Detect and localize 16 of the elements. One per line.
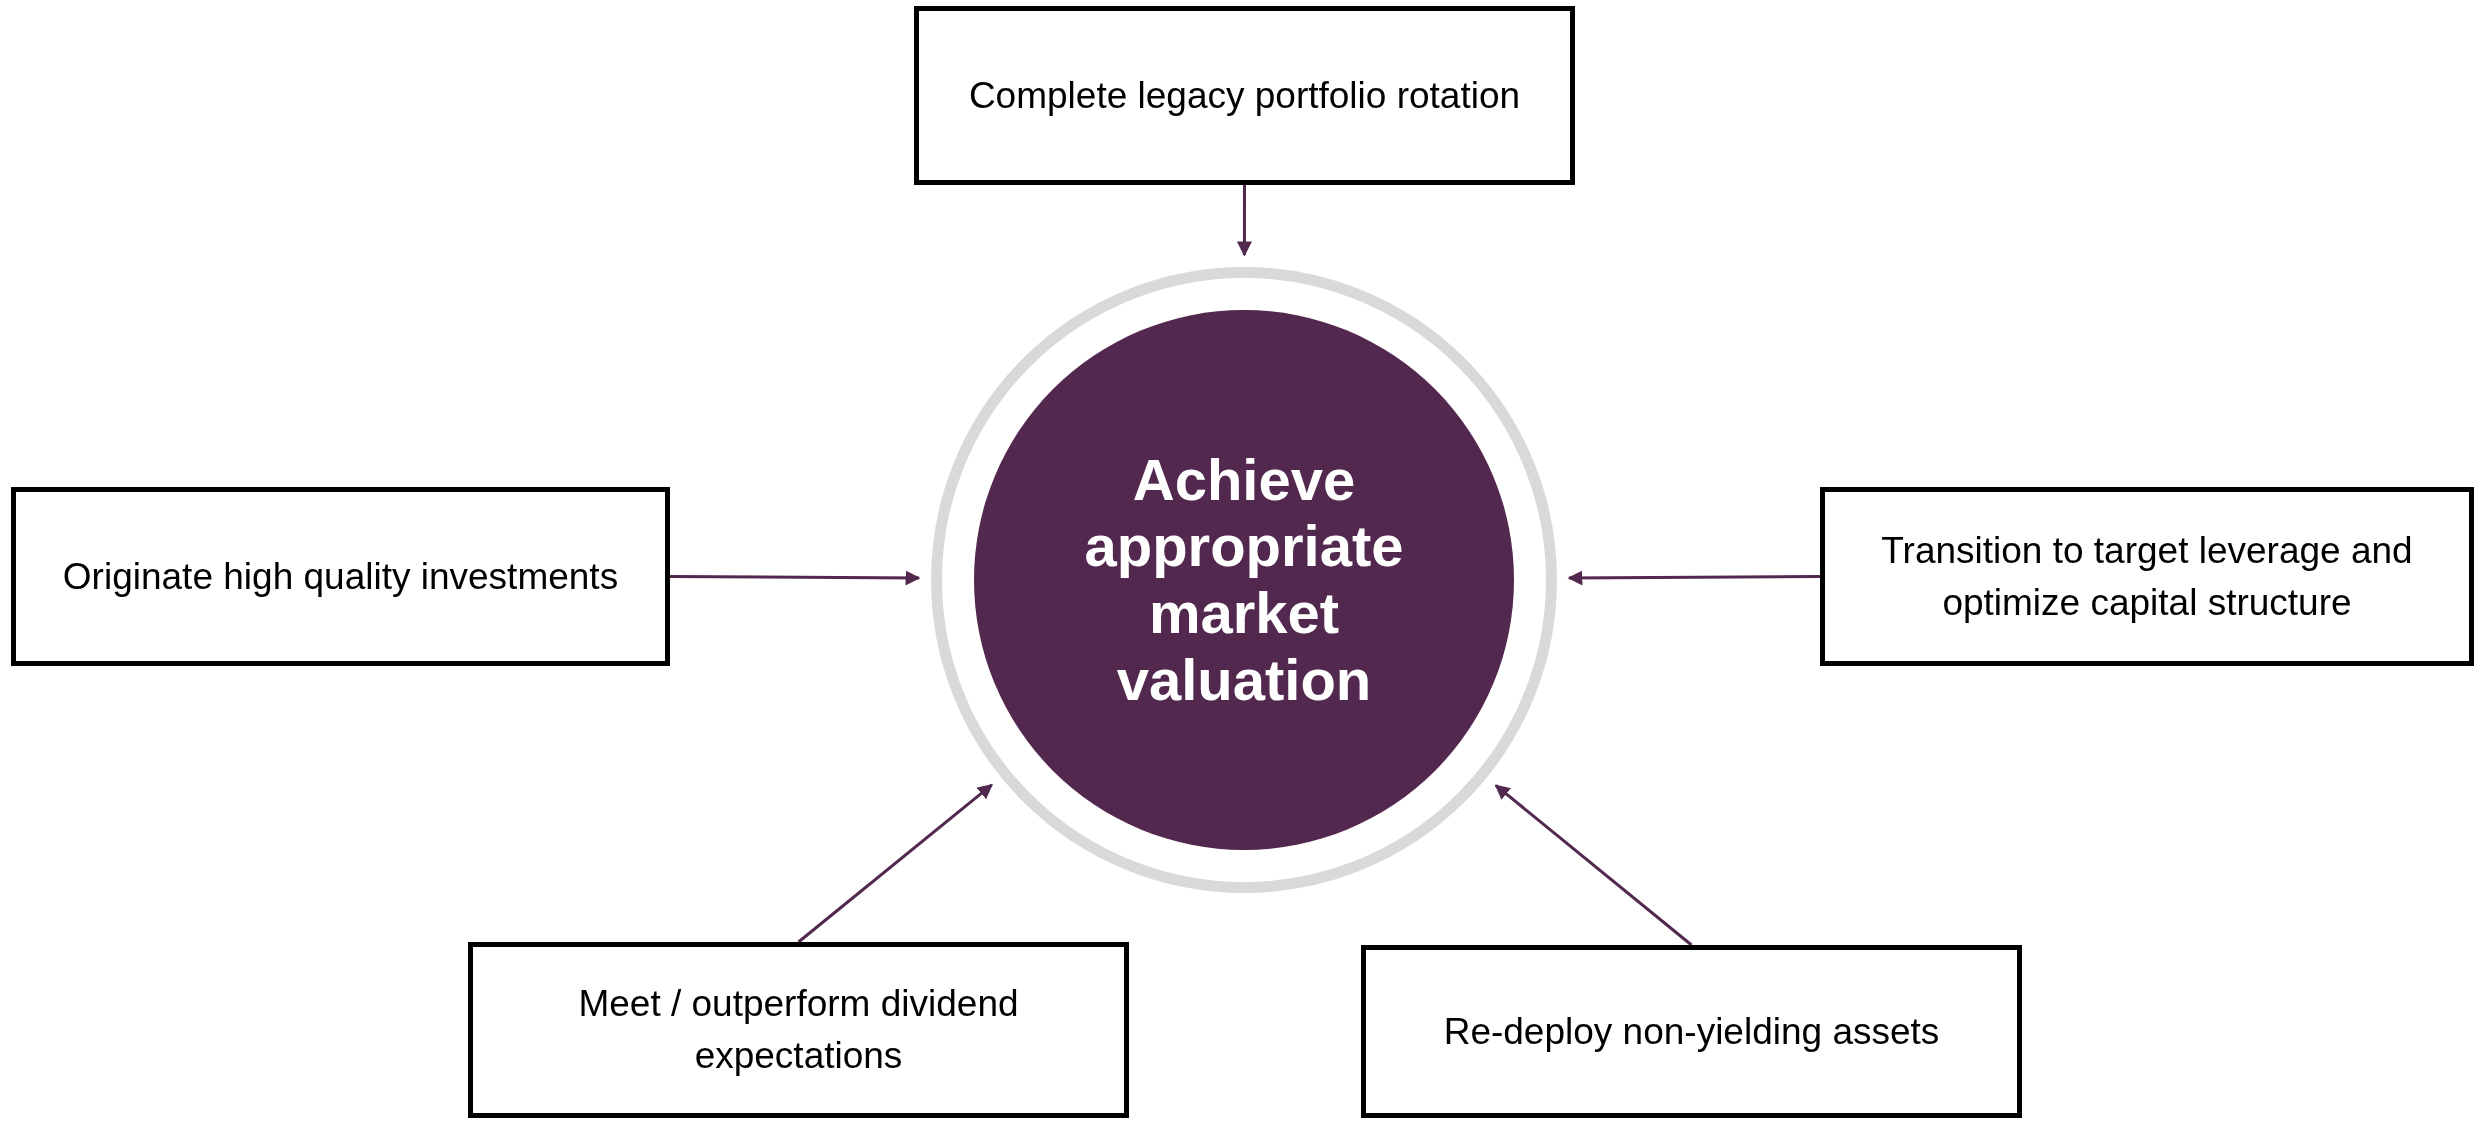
arrow [1494,784,1693,947]
process-box [914,6,1575,185]
box-text: Originate high quality investments [62,554,619,599]
arrow [1567,570,1820,586]
arrow [797,783,993,944]
box-text: Meet / outperform dividend expectations [577,982,1020,1078]
process-box [11,487,670,666]
arrow [670,570,921,586]
box-text: Transition to target leverage and optimize capital structure [1880,528,2414,625]
goal-text: Achieve appropriate market valuation [1083,446,1405,714]
process-box [468,942,1129,1118]
process-box [1820,487,2474,666]
box-text: Complete legacy portfolio rotation [968,73,1521,118]
arrow [1236,185,1252,257]
process-box [1361,945,2022,1118]
box-text: Re-deploy non-yielding assets [1443,1009,1940,1054]
